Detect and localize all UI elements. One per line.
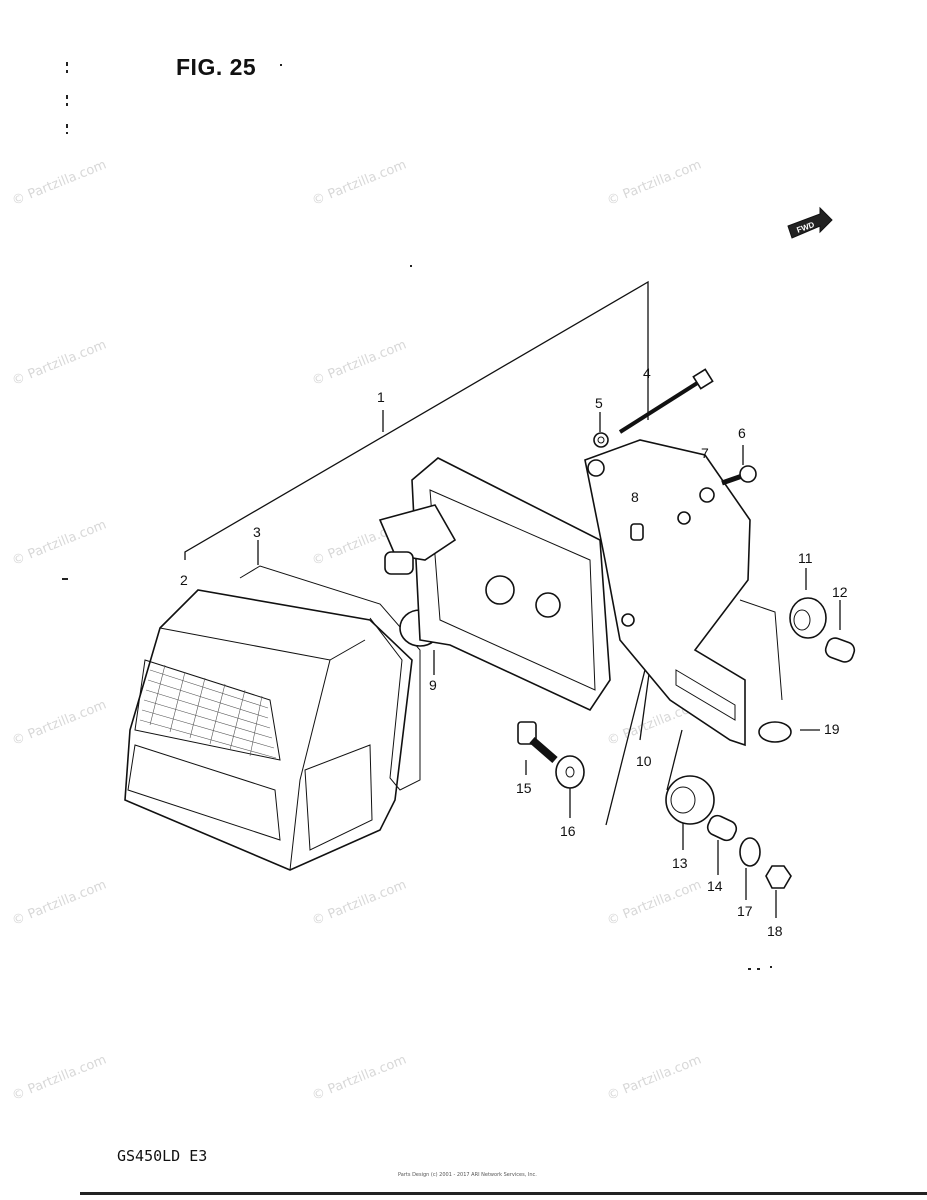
collar xyxy=(824,637,856,663)
callout-1: 1 xyxy=(377,389,385,405)
callout-7: 7 xyxy=(701,445,709,461)
collar xyxy=(630,523,644,541)
callout-labels: 1 2 3 4 5 6 7 8 9 10 11 12 13 14 15 16 1… xyxy=(180,365,848,939)
callout-13: 13 xyxy=(672,855,688,871)
callout-8: 8 xyxy=(631,489,639,505)
fwd-arrow-icon: FWD xyxy=(787,206,833,239)
grommet xyxy=(758,721,792,743)
washer xyxy=(555,755,585,789)
long-bolt xyxy=(618,368,714,434)
cushion xyxy=(665,775,715,825)
callout-15: 15 xyxy=(516,780,532,796)
lamp-housing xyxy=(378,457,611,712)
mounting-bracket xyxy=(584,439,783,747)
callout-16: 16 xyxy=(560,823,576,839)
bolt xyxy=(517,721,558,764)
callout-12: 12 xyxy=(832,584,848,600)
nut xyxy=(765,865,792,889)
callout-18: 18 xyxy=(767,923,783,939)
model-code: GS450LD E3 xyxy=(117,1147,208,1165)
washer xyxy=(739,837,761,867)
scan-marks xyxy=(62,62,772,970)
washer xyxy=(593,432,609,448)
callout-3: 3 xyxy=(253,524,261,540)
copyright-note: Parts Design (c) 2001 - 2017 ARI Network… xyxy=(398,1172,537,1178)
callout-19: 19 xyxy=(824,721,840,737)
callout-9: 9 xyxy=(429,677,437,693)
figure-title: FIG. 25 xyxy=(176,54,257,80)
bottom-rule xyxy=(80,1192,927,1195)
screw xyxy=(721,465,757,486)
callout-4: 4 xyxy=(643,365,651,381)
callout-14: 14 xyxy=(707,878,723,894)
callout-11: 11 xyxy=(798,550,813,566)
taillight-lens xyxy=(124,589,413,871)
collar xyxy=(706,814,738,842)
callout-5: 5 xyxy=(595,395,603,411)
callout-17: 17 xyxy=(737,903,753,919)
callout-6: 6 xyxy=(738,425,746,441)
callout-2: 2 xyxy=(180,572,188,588)
gasket xyxy=(239,565,421,791)
cushion xyxy=(789,597,827,639)
callout-10: 10 xyxy=(636,753,652,769)
washer xyxy=(699,487,715,503)
